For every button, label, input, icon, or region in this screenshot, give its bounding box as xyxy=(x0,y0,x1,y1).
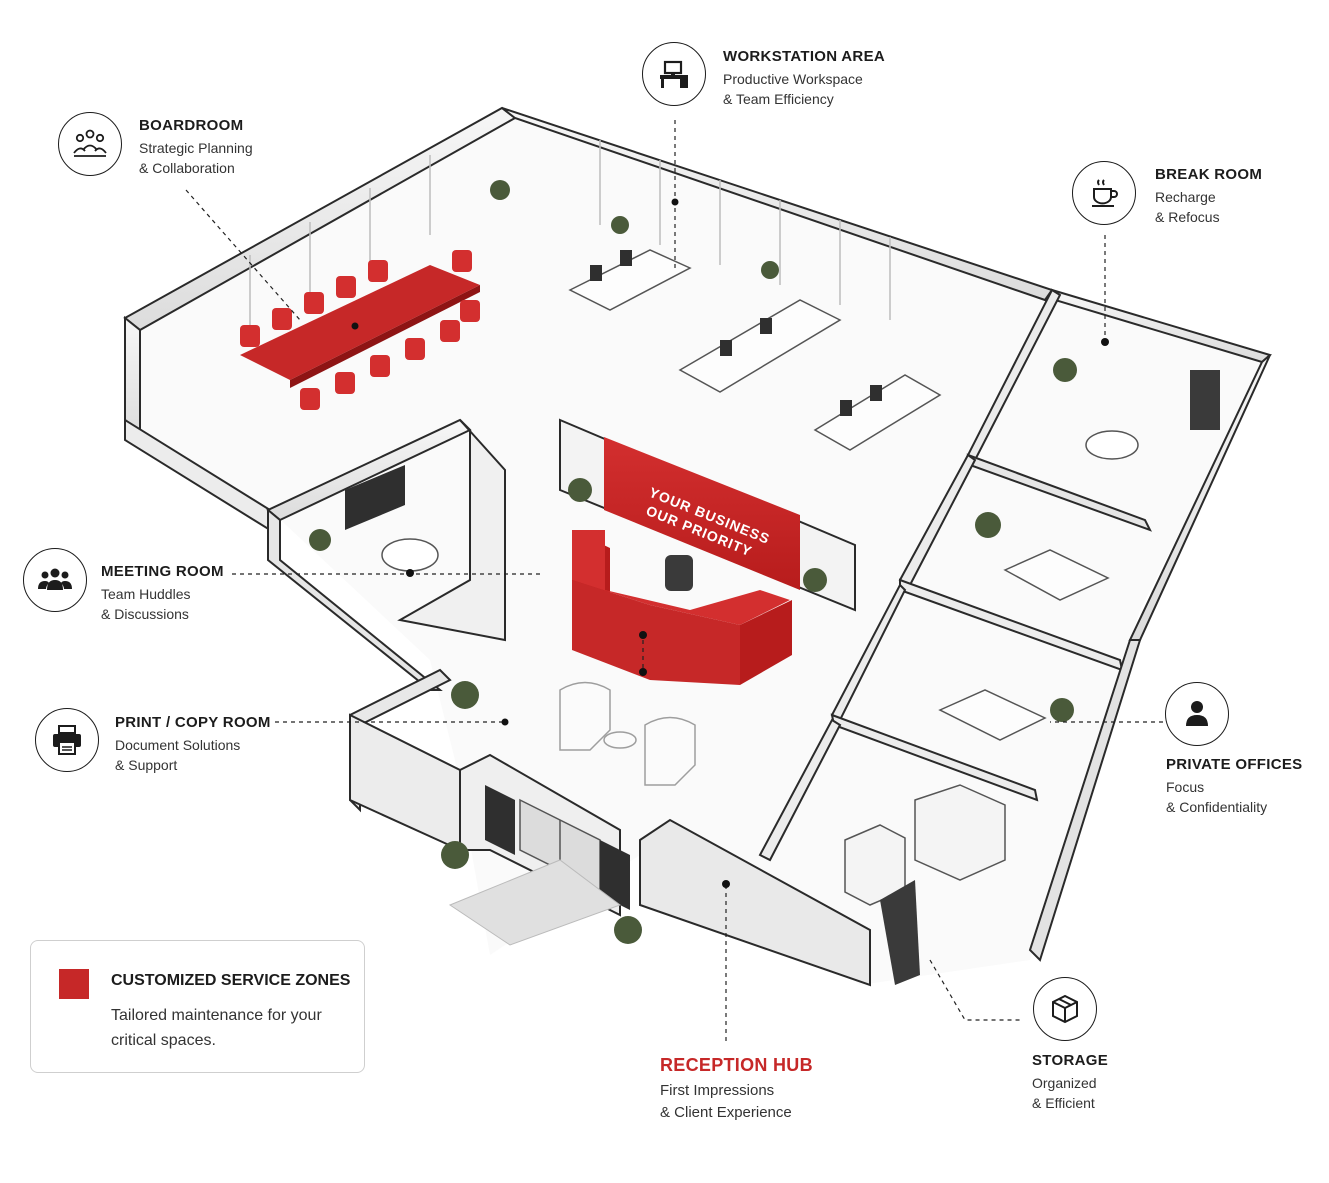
zone-label-private-offices: PRIVATE OFFICES Focus & Confidentiality xyxy=(1166,756,1302,817)
zone-line: & Efficient xyxy=(1032,1095,1095,1111)
zone-line: & Client Experience xyxy=(660,1104,792,1121)
coffee-cup-icon xyxy=(1072,161,1136,225)
zone-line: Team Huddles xyxy=(101,586,191,602)
zone-line: Strategic Planning xyxy=(139,140,253,156)
break-room-fridge xyxy=(1190,370,1220,430)
leader-lines xyxy=(185,120,1163,1045)
zone-title: PRINT / COPY ROOM xyxy=(115,714,271,731)
zone-line: & Refocus xyxy=(1155,209,1220,225)
box-icon xyxy=(1033,977,1097,1041)
desk-icon xyxy=(642,42,706,106)
zone-line: Focus xyxy=(1166,779,1205,795)
zone-title: BREAK ROOM xyxy=(1155,166,1263,183)
storage-shelves xyxy=(844,784,1006,906)
break-room-table xyxy=(1085,430,1139,460)
zone-line: Recharge xyxy=(1155,189,1216,205)
entry-wall-right xyxy=(639,818,871,987)
workstation-desks xyxy=(568,249,942,451)
zone-title: RECEPTION HUB xyxy=(660,1055,813,1075)
person-icon xyxy=(1165,682,1229,746)
zone-line: Document Solutions xyxy=(115,737,241,753)
zone-title: STORAGE xyxy=(1032,1052,1109,1069)
legend-swatch xyxy=(59,969,89,999)
private-office-desks xyxy=(938,549,1110,741)
outer-wall-right-lower xyxy=(1028,639,1142,962)
zone-line: & Confidentiality xyxy=(1166,799,1268,815)
zone-line: & Discussions xyxy=(101,606,189,622)
zone-label-break-room: BREAK ROOM Recharge & Refocus xyxy=(1155,166,1262,227)
storage-door xyxy=(880,880,920,985)
plants xyxy=(309,180,1077,944)
meeting-room-wall-front xyxy=(267,507,443,691)
boardroom-table xyxy=(240,250,480,410)
legend-description: Tailored maintenance for your critical s… xyxy=(111,1007,322,1049)
reception-sign-panel xyxy=(604,437,800,590)
printer-icon xyxy=(35,708,99,772)
legend-title: CUSTOMIZED SERVICE ZONES xyxy=(111,972,351,989)
entry-wall-left xyxy=(349,713,461,852)
zone-label-reception: RECEPTION HUB First Impressions & Client… xyxy=(660,1055,813,1124)
zone-label-meeting-room: MEETING ROOM Team Huddles & Discussions xyxy=(101,563,224,624)
zone-label-storage: STORAGE Organized & Efficient xyxy=(1032,1052,1108,1113)
zone-title: PRIVATE OFFICES xyxy=(1166,756,1303,773)
windows xyxy=(249,140,891,330)
zone-line: Productive Workspace xyxy=(723,71,863,87)
group-icon xyxy=(23,548,87,612)
zone-line: Organized xyxy=(1032,1075,1097,1091)
lounge-chairs xyxy=(559,681,696,786)
zone-title: MEETING ROOM xyxy=(101,563,224,580)
zone-label-print-room: PRINT / COPY ROOM Document Solutions & S… xyxy=(115,714,271,775)
legend-box: CUSTOMIZED SERVICE ZONES Tailored mainte… xyxy=(30,940,365,1073)
meeting-room-wall-right xyxy=(397,419,506,642)
leader-dots xyxy=(351,198,1109,888)
reception-desk xyxy=(572,530,792,685)
zone-line: & Collaboration xyxy=(139,160,235,176)
zone-line: & Team Efficiency xyxy=(723,91,834,107)
zone-label-workstation: WORKSTATION AREA Productive Workspace & … xyxy=(723,48,885,109)
zone-line: & Support xyxy=(115,757,178,773)
zone-title: WORKSTATION AREA xyxy=(723,48,886,65)
meeting-room-furniture xyxy=(345,465,439,572)
entry-doors xyxy=(448,785,630,946)
zone-line: First Impressions xyxy=(660,1082,775,1099)
outer-wall-back-right xyxy=(501,107,1054,302)
team-collaboration-icon xyxy=(58,112,122,176)
zone-title: BOARDROOM xyxy=(139,117,244,134)
zone-label-boardroom: BOARDROOM Strategic Planning & Collabora… xyxy=(139,117,253,178)
